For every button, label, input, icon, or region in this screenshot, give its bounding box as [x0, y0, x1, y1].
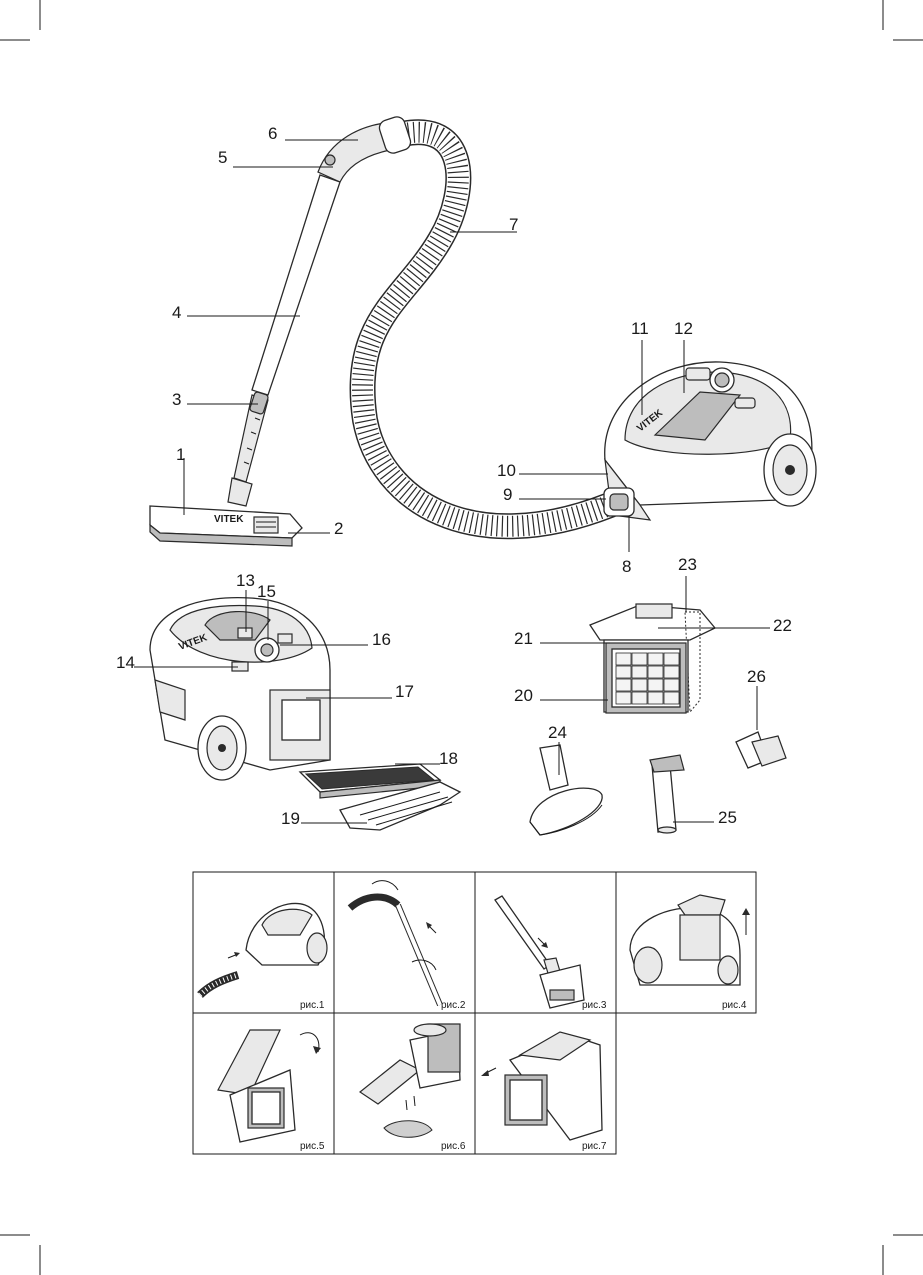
fig-2-illustration: [347, 880, 443, 1007]
callout-10: 10: [497, 461, 516, 480]
caption-fig-7: рис.7: [582, 1141, 607, 1152]
fig-panel-2: [333, 871, 476, 1014]
callout-6: 6: [268, 124, 277, 143]
callout-numbers: 1 2 3 4 5 6 7 8 9 10 11 12 13 14 15 16 1…: [116, 124, 792, 828]
callout-22: 22: [773, 616, 792, 635]
caption-fig-2: рис.2: [441, 1000, 466, 1011]
figure-captions: рис.1 рис.2 рис.3 рис.4 рис.5 рис.6 рис.…: [300, 1000, 747, 1152]
callout-15: 15: [257, 582, 276, 601]
filter-cell: [631, 691, 648, 705]
callout-24: 24: [548, 723, 567, 742]
callout-21: 21: [514, 629, 533, 648]
caption-fig-6: рис.6: [441, 1141, 466, 1152]
hose-illustration: [349, 119, 623, 540]
filter-grille-illustration: [339, 781, 462, 831]
fig-5-illustration: [217, 1029, 321, 1143]
callout-1: 1: [176, 445, 185, 464]
callout-25: 25: [718, 808, 737, 827]
leader-lines: [134, 139, 770, 824]
filter-cell: [663, 652, 680, 666]
crevice-nozzle-illustration: [649, 754, 685, 834]
filter-cell: [615, 678, 632, 692]
callout-16: 16: [372, 630, 391, 649]
callout-20: 20: [514, 686, 533, 705]
callout-12: 12: [674, 319, 693, 338]
callout-7: 7: [509, 215, 518, 234]
callout-18: 18: [439, 749, 458, 768]
filter-cell: [631, 652, 648, 666]
filter-cell: [663, 678, 680, 692]
svg-text:VITEK: VITEK: [214, 514, 244, 525]
fig-3-illustration: [494, 895, 585, 1009]
floor-nozzle-illustration: VITEK: [149, 477, 303, 547]
callout-17: 17: [395, 682, 414, 701]
filter-cell: [615, 652, 632, 666]
callout-23: 23: [678, 555, 697, 574]
callout-5: 5: [218, 148, 227, 167]
filter-cell: [615, 691, 632, 705]
fig-4-illustration: [629, 894, 750, 986]
caption-fig-4: рис.4: [722, 1000, 747, 1011]
callout-14: 14: [116, 653, 135, 672]
caption-fig-5: рис.5: [300, 1141, 325, 1152]
callout-13: 13: [236, 571, 255, 590]
filter-cell: [647, 678, 664, 692]
caption-fig-3: рис.3: [582, 1000, 607, 1011]
callout-4: 4: [172, 303, 181, 322]
vacuum-body-illustration: VITEK: [603, 361, 817, 521]
filter-cell: [647, 665, 664, 679]
filter-cell: [663, 665, 680, 679]
filter-cell: [615, 665, 632, 679]
callout-3: 3: [172, 390, 181, 409]
callout-8: 8: [622, 557, 631, 576]
callout-26: 26: [747, 667, 766, 686]
tube-illustration: [233, 174, 341, 483]
filter-cell: [631, 665, 648, 679]
fig-7-illustration: [481, 1031, 603, 1141]
filter-cell: [647, 691, 664, 705]
filter-cell: [663, 691, 680, 705]
callout-2: 2: [334, 519, 343, 538]
filter-cell: [631, 678, 648, 692]
spare-parts-illustration: [735, 731, 787, 769]
open-body-illustration: [149, 596, 331, 781]
filter-cell: [647, 652, 664, 666]
callout-19: 19: [281, 809, 300, 828]
fig-6-illustration: [358, 1023, 461, 1138]
callout-9: 9: [503, 485, 512, 504]
upholstery-nozzle-illustration: [529, 744, 603, 836]
fig-1-illustration: [197, 902, 328, 998]
caption-fig-1: рис.1: [300, 1000, 325, 1011]
handle-illustration: [317, 116, 412, 183]
container-filter-illustration: [605, 642, 687, 714]
callout-11: 11: [631, 319, 649, 338]
